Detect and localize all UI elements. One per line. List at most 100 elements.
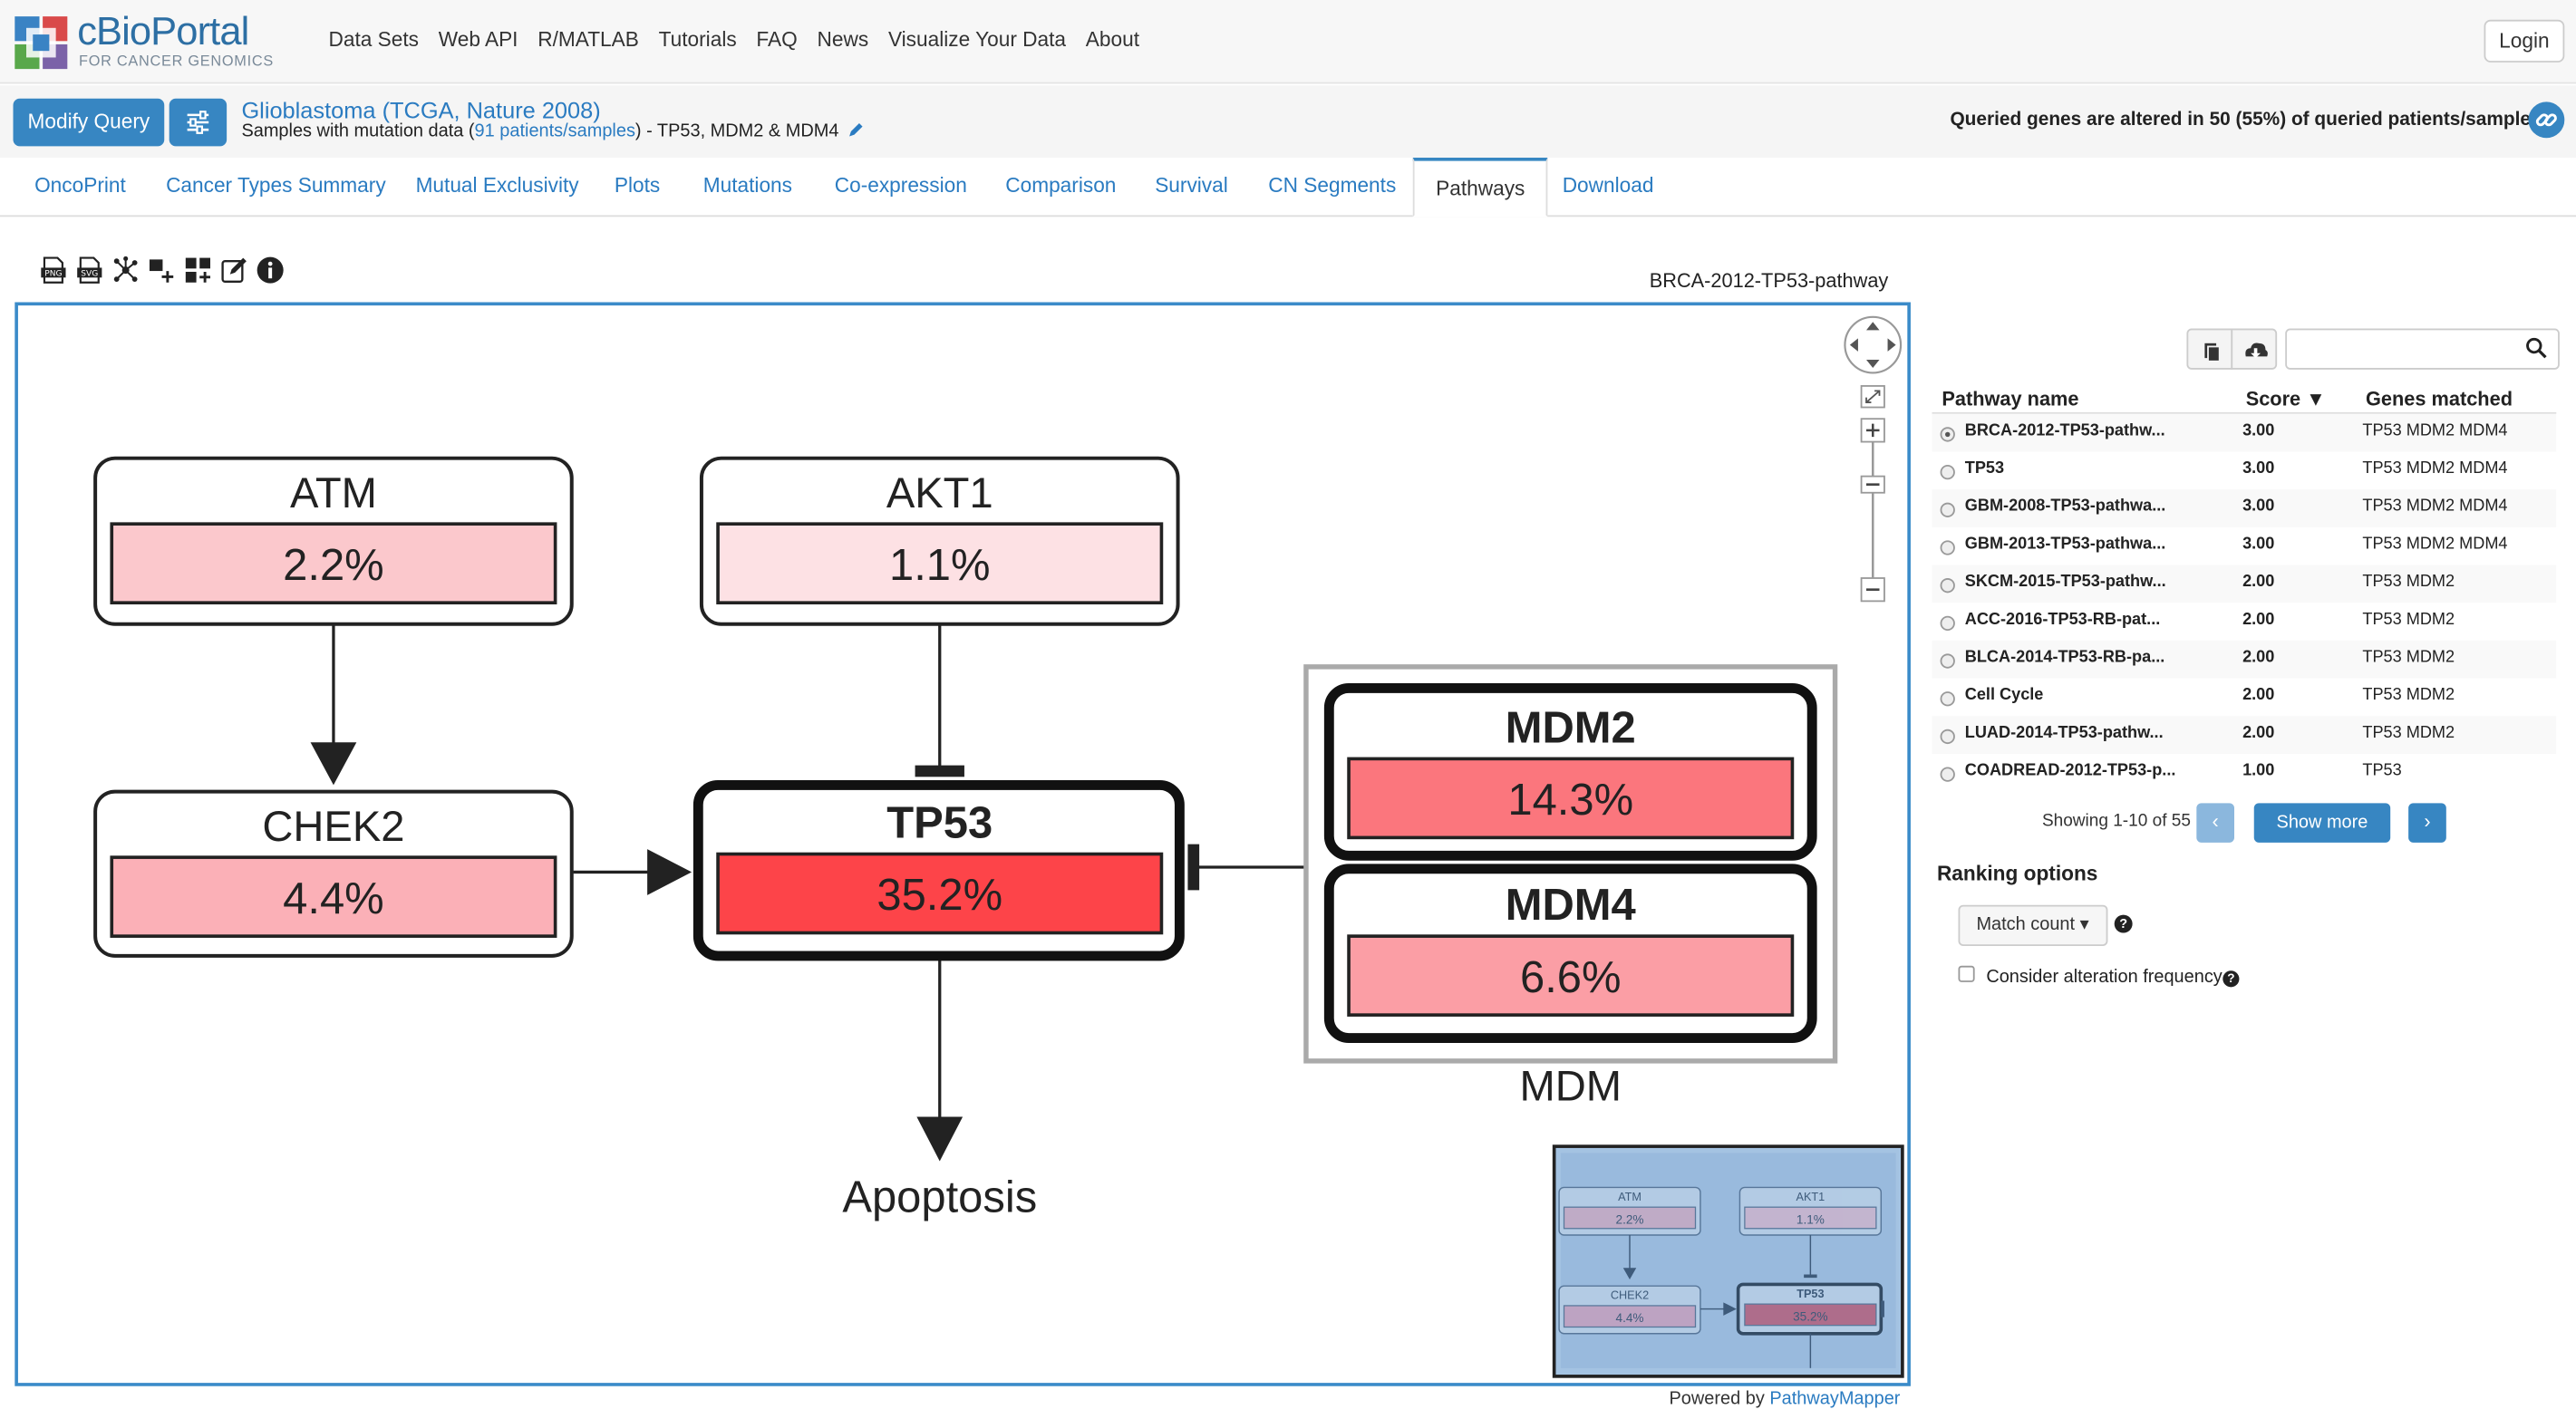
row-select-radio[interactable]	[1940, 578, 1955, 594]
row-pathway-name[interactable]: Cell Cycle	[1964, 686, 2044, 705]
patient-count-link[interactable]: 91	[474, 121, 495, 141]
gene-node-akt1[interactable]: AKT1 1.1%	[699, 456, 1180, 626]
nav-data-sets[interactable]: Data Sets	[328, 27, 419, 52]
row-pathway-name[interactable]: ACC-2016-TP53-RB-pat...	[1964, 611, 2161, 630]
ranking-help-icon[interactable]: ?	[2114, 914, 2133, 933]
tab-cn-segments[interactable]: CN Segments	[1268, 174, 1397, 198]
alteration-frequency-help-icon[interactable]: ?	[2223, 970, 2240, 988]
modify-query-button[interactable]: Modify Query	[13, 98, 165, 147]
tab-mutual-exclusivity[interactable]: Mutual Exclusivity	[415, 174, 579, 198]
atm-alteration-bar	[110, 522, 557, 604]
nav-faq[interactable]: FAQ	[756, 27, 798, 52]
fit-view-icon[interactable]	[1860, 385, 1885, 409]
pathwaymapper-link[interactable]: PathwayMapper	[1769, 1389, 1901, 1410]
row-select-radio[interactable]	[1940, 653, 1955, 669]
previous-page-button[interactable]: ‹	[2196, 803, 2234, 843]
col-genes-matched[interactable]: Genes matched	[2366, 387, 2513, 411]
nav-tutorials[interactable]: Tutorials	[658, 27, 737, 52]
tab-download[interactable]: Download	[1562, 174, 1654, 198]
cbioportal-logo-icon[interactable]	[14, 14, 70, 71]
gene-group-mdm[interactable]: MDM2 14.3% MDM4 6.6% MDM	[1303, 664, 1838, 1110]
download-button[interactable]	[2231, 328, 2278, 370]
row-select-radio[interactable]	[1940, 767, 1955, 782]
tab-cancer-types-summary[interactable]: Cancer Types Summary	[166, 174, 386, 198]
gene-node-atm[interactable]: ATM 2.2%	[93, 456, 574, 626]
row-select-radio[interactable]	[1940, 427, 1955, 442]
tab-oncoprint[interactable]: OncoPrint	[34, 174, 126, 198]
tab-co-expression[interactable]: Co-expression	[834, 174, 967, 198]
show-more-button[interactable]: Show more	[2253, 803, 2391, 843]
row-select-radio[interactable]	[1940, 691, 1955, 707]
nav-news[interactable]: News	[817, 27, 869, 52]
row-pathway-name[interactable]: COADREAD-2012-TP53-p...	[1964, 762, 2176, 780]
gene-node-tp53[interactable]: TP53 35.2%	[692, 779, 1185, 961]
nav-web-api[interactable]: Web API	[438, 27, 518, 52]
info-icon[interactable]	[257, 256, 285, 285]
zoom-out-button[interactable]	[1860, 577, 1885, 603]
search-icon[interactable]	[2525, 337, 2548, 360]
tab-pathways[interactable]: Pathways	[1412, 158, 1548, 217]
row-select-radio[interactable]	[1940, 615, 1955, 631]
row-select-radio[interactable]	[1940, 464, 1955, 480]
ranking-dropdown[interactable]: Match count ▾	[1958, 904, 2108, 946]
navigator-minimap[interactable]: ATM 2.2% AKT1 1.1% CHEK2 4.4%	[1552, 1144, 1904, 1378]
pathway-search-input[interactable]	[2285, 328, 2560, 370]
gene-node-mdm4[interactable]: MDM4 6.6%	[1323, 864, 1817, 1043]
zoom-slider-handle[interactable]	[1860, 475, 1885, 494]
apoptosis-process-label[interactable]: Apoptosis	[842, 1173, 1037, 1222]
gene-node-mdm2[interactable]: MDM2 14.3%	[1323, 683, 1817, 861]
login-button[interactable]: Login	[2484, 19, 2565, 63]
tab-survival[interactable]: Survival	[1155, 174, 1228, 198]
pan-control[interactable]	[1844, 315, 1903, 374]
nav-r-matlab[interactable]: R/MATLAB	[537, 27, 639, 52]
next-page-button[interactable]: ›	[2408, 803, 2446, 843]
query-settings-button[interactable]	[169, 98, 228, 147]
tab-plots[interactable]: Plots	[614, 174, 661, 198]
png-export-icon[interactable]: PNG	[40, 256, 68, 285]
copy-button[interactable]	[2186, 328, 2233, 370]
row-pathway-name[interactable]: BRCA-2012-TP53-pathw...	[1964, 421, 2165, 440]
alteration-frequency-label[interactable]: Consider alteration frequency	[1986, 967, 2223, 988]
col-score[interactable]: Score ▼	[2245, 387, 2326, 411]
layout-icon[interactable]	[111, 256, 140, 285]
svg-export-icon[interactable]: SVG	[75, 256, 103, 285]
zoom-in-button[interactable]	[1860, 418, 1885, 443]
pathway-graph[interactable]: ATM 2.2% AKT1 1.1% CHEK2 4.4% TP	[18, 305, 1907, 1383]
patients-samples-link[interactable]: patients/samples	[499, 121, 635, 141]
akt1-frequency: 1.1%	[889, 541, 991, 590]
row-select-radio[interactable]	[1940, 502, 1955, 517]
pencil-icon[interactable]	[847, 121, 864, 138]
nav-visualize-your-data[interactable]: Visualize Your Data	[887, 27, 1067, 52]
edit-icon[interactable]	[220, 256, 248, 285]
share-link-button[interactable]	[2528, 101, 2565, 139]
row-pathway-name[interactable]: GBM-2008-TP53-pathwa...	[1964, 497, 2166, 516]
add-genes-icon[interactable]	[148, 256, 176, 285]
row-select-radio[interactable]	[1940, 540, 1955, 555]
row-select-radio[interactable]	[1940, 729, 1955, 745]
row-pathway-name[interactable]: TP53	[1964, 459, 2005, 478]
pathway-canvas[interactable]: ATM 2.2% AKT1 1.1% CHEK2 4.4% TP	[15, 302, 1911, 1386]
row-pathway-name[interactable]: GBM-2013-TP53-pathwa...	[1964, 535, 2166, 554]
add-node-icon[interactable]	[184, 256, 212, 285]
alteration-frequency-checkbox[interactable]	[1958, 965, 1975, 982]
col-pathway-name[interactable]: Pathway name	[1942, 387, 2079, 411]
nav-about[interactable]: About	[1085, 27, 1139, 52]
row-pathway-name[interactable]: SKCM-2015-TP53-pathw...	[1964, 573, 2166, 592]
tab-mutations[interactable]: Mutations	[702, 174, 792, 198]
logo-title[interactable]: cBioPortal	[77, 9, 249, 54]
row-pathway-name[interactable]: BLCA-2014-TP53-RB-pa...	[1964, 648, 2165, 667]
study-name-link[interactable]: Glioblastoma (TCGA, Nature 2008)	[241, 96, 601, 123]
tab-comparison[interactable]: Comparison	[1005, 174, 1117, 198]
row-pathway-name[interactable]: LUAD-2014-TP53-pathw...	[1964, 724, 2164, 743]
gene-node-chek2[interactable]: CHEK2 4.4%	[93, 789, 574, 958]
